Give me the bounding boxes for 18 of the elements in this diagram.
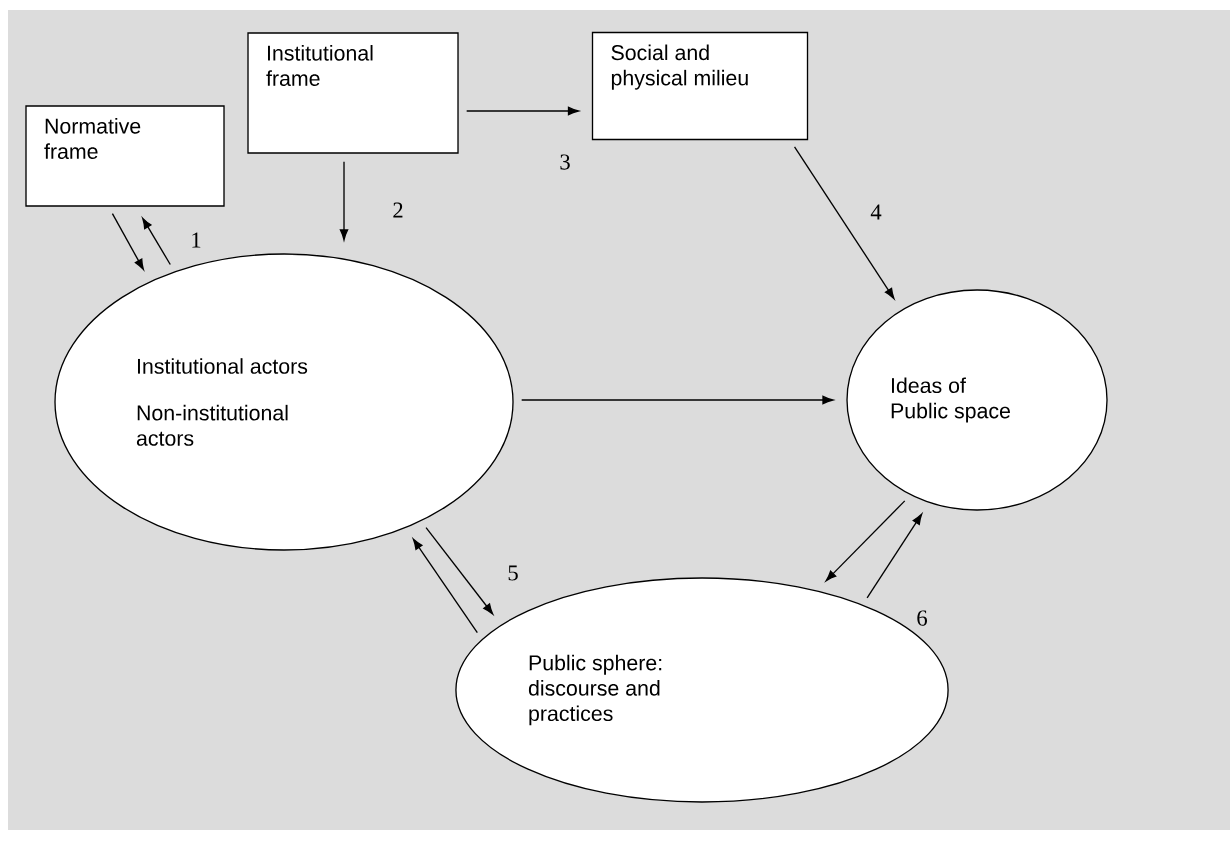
edge-label: 3: [560, 154, 570, 170]
edge-label: 4: [870, 204, 882, 220]
text-box: Social and physical milieu: [591, 31, 809, 141]
arrow: [793, 146, 895, 300]
arrow: [466, 106, 579, 116]
text-box: Normative frame: [25, 105, 225, 207]
edge-label: 6: [917, 610, 927, 626]
edge-label: 2: [393, 202, 403, 218]
edge-label: 1: [192, 232, 201, 248]
text-box: Institutional frame: [247, 32, 459, 154]
arrow: [521, 395, 834, 405]
arrow: [339, 161, 349, 241]
arrow: [111, 213, 144, 271]
arrow: [412, 538, 478, 634]
arrow: [142, 217, 171, 266]
arrow: [825, 500, 906, 582]
arrow: [425, 526, 494, 615]
arrow: [866, 513, 923, 599]
